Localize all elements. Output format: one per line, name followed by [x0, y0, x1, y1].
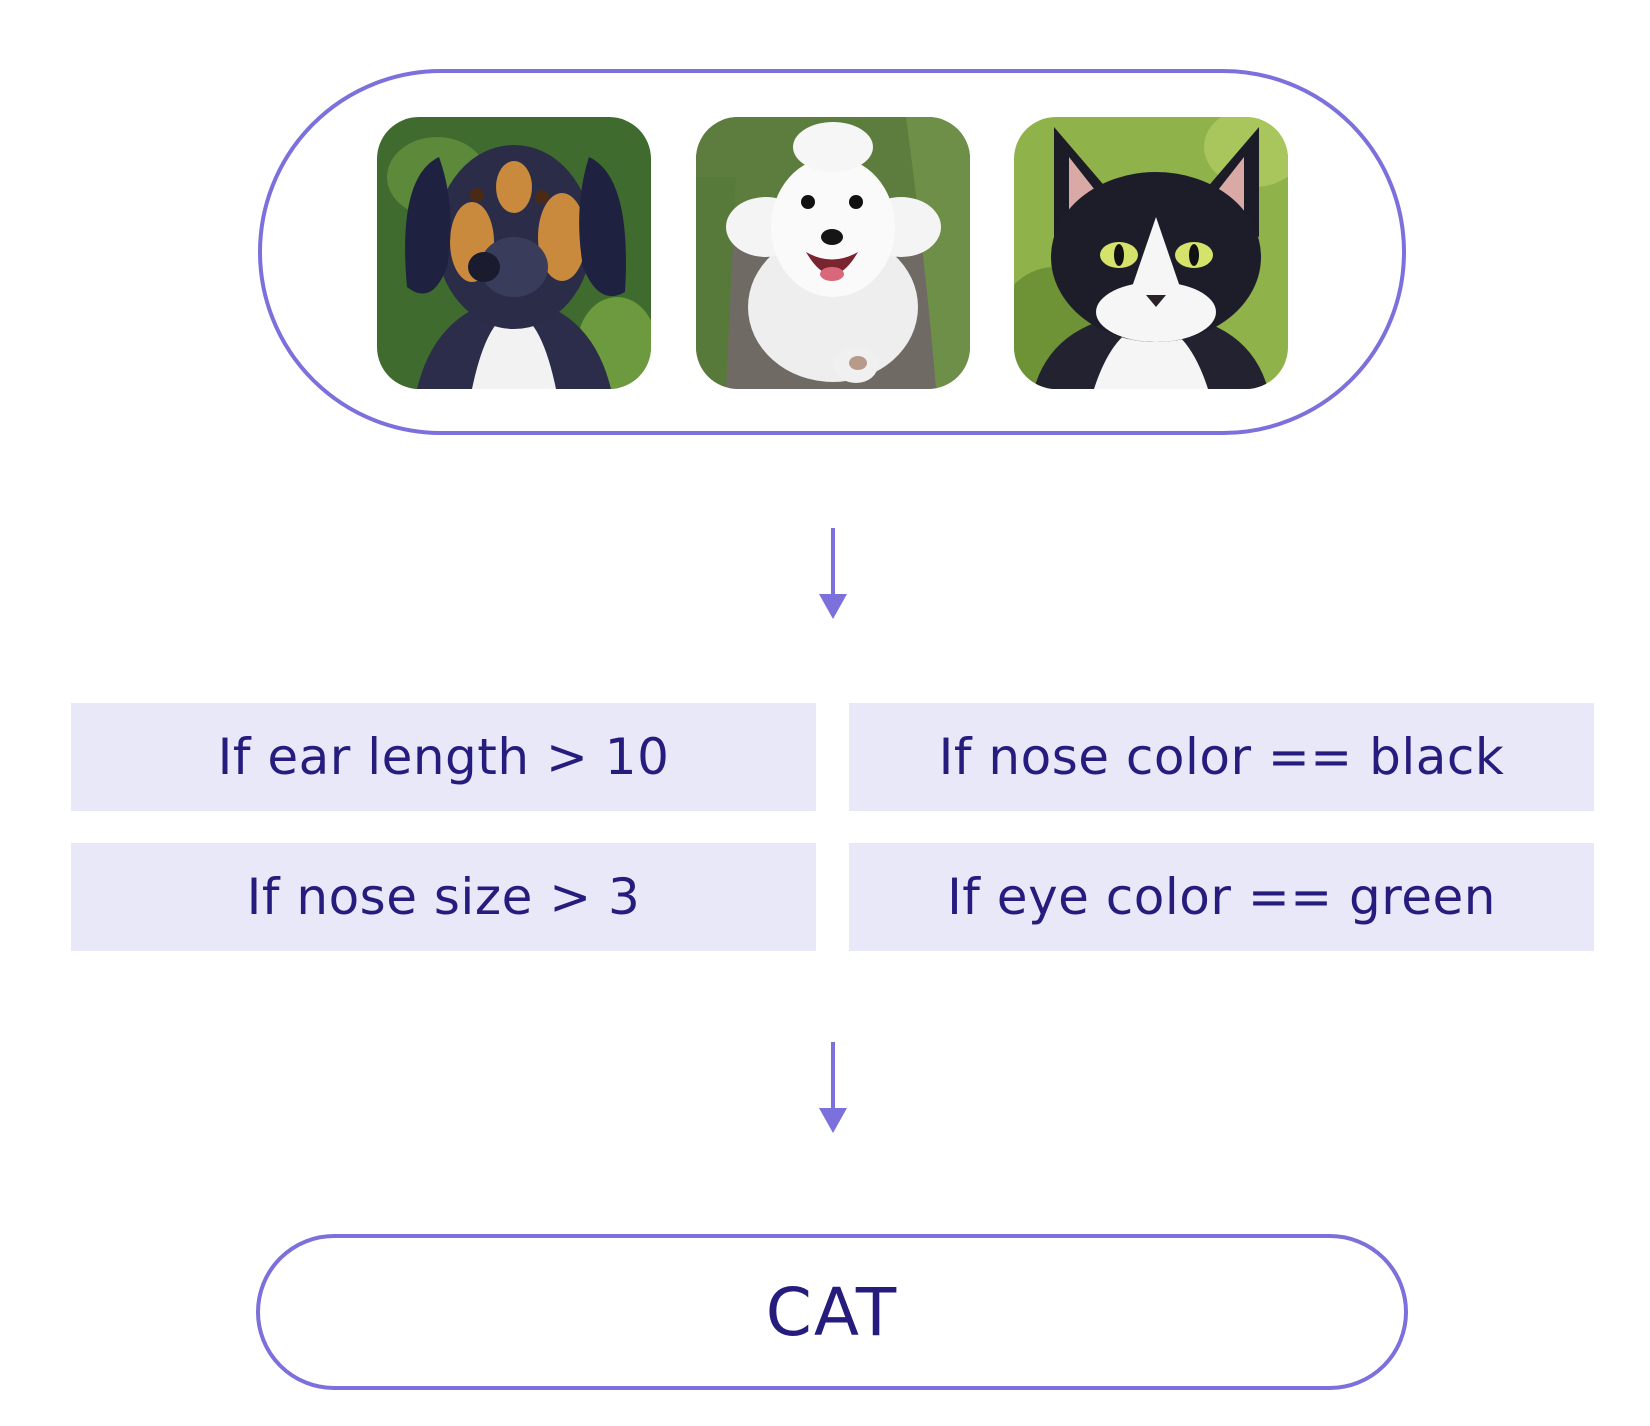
rule-eye-color: If eye color == green: [849, 843, 1594, 951]
rule-label: If eye color == green: [947, 868, 1496, 926]
dog-photo-white-running: [696, 117, 970, 389]
rule-ear-length: If ear length > 10: [71, 703, 816, 811]
rule-nose-color: If nose color == black: [849, 703, 1594, 811]
arrow-down-icon: [818, 528, 848, 620]
result-output: CAT: [256, 1234, 1408, 1390]
rule-nose-size: If nose size > 3: [71, 843, 816, 951]
rule-label: If ear length > 10: [217, 728, 670, 786]
rule-label: If nose color == black: [938, 728, 1505, 786]
rule-label: If nose size > 3: [246, 868, 641, 926]
arrow-down-icon: [818, 1042, 848, 1134]
input-images-group: [258, 69, 1406, 435]
result-label: CAT: [765, 1273, 899, 1351]
cat-photo-black-white: [1014, 117, 1288, 389]
dog-photo-tricolor: [377, 117, 651, 389]
